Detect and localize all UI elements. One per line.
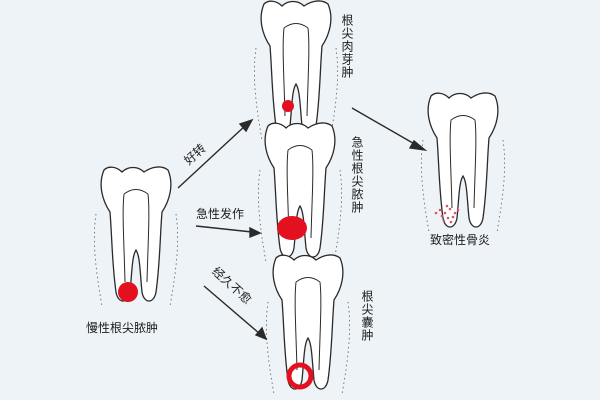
tooth-origin <box>93 166 179 307</box>
tooth-acute <box>257 122 343 263</box>
lesion-cyst <box>286 362 314 390</box>
label-acute-attack: 急性发作 <box>196 207 245 221</box>
lesion-granuloma <box>282 100 294 112</box>
tooth-cyst <box>265 254 351 395</box>
arrow-acute <box>195 225 262 239</box>
lesion-acute <box>277 216 307 240</box>
label-acute: 急性根尖脓肿 <box>350 136 364 214</box>
label-cyst: 根尖囊肿 <box>360 290 374 342</box>
arrow-to-osteitis <box>351 107 428 152</box>
arrow-improve <box>177 118 254 189</box>
arrow-long-term <box>203 285 268 341</box>
label-origin: 慢性根尖脓肿 <box>86 321 159 335</box>
tooth-osteitis <box>420 92 506 233</box>
lesion-osteitis <box>434 204 460 224</box>
label-osteitis: 致密性骨炎 <box>430 233 491 247</box>
lesion-origin <box>118 282 138 302</box>
tooth-granuloma <box>253 0 339 141</box>
label-granuloma: 根尖肉芽肿 <box>340 14 354 79</box>
